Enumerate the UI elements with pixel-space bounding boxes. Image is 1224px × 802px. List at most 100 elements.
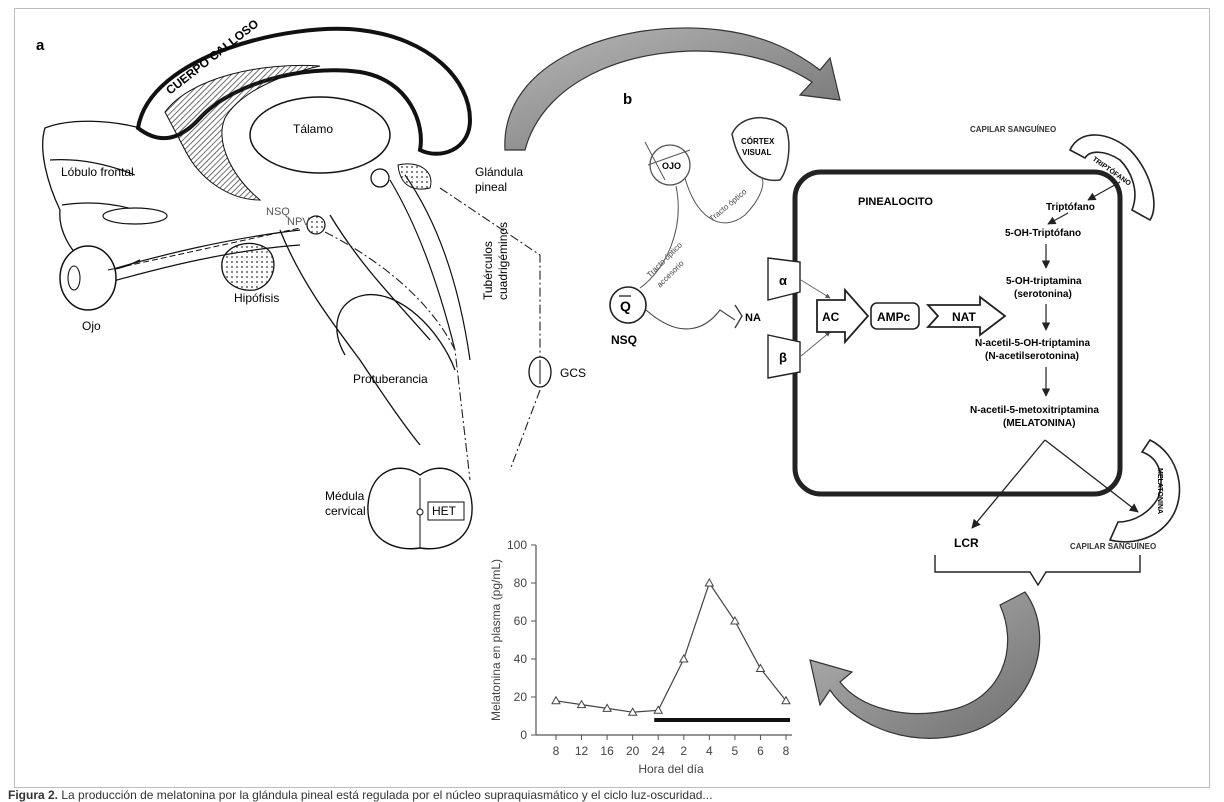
label-b-melatonina-arc: MELATONINA: [1156, 468, 1163, 514]
retinohypothalamic-tract: [107, 227, 301, 271]
chart-xtick-label: 24: [652, 744, 666, 758]
label-b-metox-1: N-acetil-5-metoxitriptamina: [970, 405, 1099, 416]
panel-a-letter: a: [36, 37, 45, 54]
pinealocyte-cell: [792, 169, 1123, 497]
label-medula-1: Médula: [325, 489, 365, 503]
thalamus-shape: [249, 96, 391, 174]
label-gcs: GCS: [560, 366, 586, 380]
eye-shape: [59, 245, 117, 311]
spinal-canal: [416, 508, 424, 516]
arrow-b-to-chart: [809, 591, 1041, 739]
pons-outline: [336, 294, 456, 371]
receptor-beta: [767, 334, 801, 379]
label-b-pinealocito: PINEALOCITO: [858, 196, 933, 208]
beta-to-ac: [800, 331, 831, 357]
label-b-cortex-2: VISUAL: [742, 148, 771, 157]
chart-xtick-label: 4: [706, 744, 713, 758]
chart-series: [551, 577, 791, 722]
label-glandula-pineal-1: Glándula: [475, 165, 523, 179]
label-b-metox-2: (MELATONINA): [1003, 418, 1075, 429]
tectum-lines: [389, 174, 471, 361]
chart-ytick-label: 40: [514, 652, 528, 666]
label-b-capilar-top: CAPILAR SANGUÍNEO: [970, 125, 1056, 134]
chart-xlabel: Hora del día: [638, 762, 704, 776]
label-b-alpha: α: [779, 273, 787, 288]
label-b-beta: β: [779, 350, 787, 365]
label-tuberculos-2: cuadrigéminos: [496, 222, 510, 300]
receptor-alpha: [767, 257, 801, 301]
accessory-tract-b: [639, 185, 679, 289]
chart-ylabel: Melatonina en plasma (pg/mL): [489, 559, 503, 721]
label-b-oh-triptamina-1: 5-OH-triptamina: [1006, 276, 1082, 287]
label-b-na: NA: [745, 312, 761, 324]
scg-ganglion: [528, 356, 552, 388]
panel-a: a: [36, 17, 586, 550]
figure-caption: Figura 2. La producción de melatonina po…: [8, 788, 1220, 802]
pineal-dotted: [397, 163, 432, 190]
label-hipofisis: Hipófisis: [234, 291, 279, 305]
chart-xtick-label: 12: [575, 744, 589, 758]
chart-data-point: [602, 703, 612, 712]
eye-b: OJO: [644, 141, 691, 186]
chart-ytick-label: 80: [514, 576, 528, 590]
chart-data-point: [551, 695, 561, 705]
label-b-lcr: LCR: [954, 536, 979, 550]
label-b-ac: AC: [822, 310, 840, 324]
label-lobulo-frontal: Lóbulo frontal: [61, 165, 134, 179]
chart-xtick-label: 6: [757, 744, 764, 758]
chart-xtick-label: 16: [600, 744, 614, 758]
optic-chiasm-shape: [102, 207, 168, 225]
ampc-box: [870, 302, 920, 330]
chart-data-point: [678, 653, 689, 663]
pineal-pathway: [324, 187, 541, 481]
label-b-tracto-optico: Tracto óptico: [708, 187, 749, 224]
chart-data-point: [730, 615, 740, 625]
label-nso: NSQ: [266, 206, 290, 218]
hypophysis-shape: [221, 242, 275, 291]
brainstem-outline: [279, 214, 431, 446]
chart-data-point: [576, 699, 587, 709]
panel-b-letter: b: [623, 91, 632, 108]
eye-lens: [67, 265, 81, 291]
label-protuberancia: Protuberancia: [353, 372, 428, 386]
caption-lead: Figura 2.: [8, 788, 59, 802]
chart-xtick-label: 2: [680, 744, 687, 758]
chart-data-point: [653, 705, 664, 714]
output-bracket: [934, 555, 1141, 587]
label-talamo: Tálamo: [293, 122, 333, 136]
chart-ytick-label: 60: [514, 614, 528, 628]
chart-data-point: [704, 577, 715, 587]
label-ojo: Ojo: [82, 319, 101, 333]
arrow-a-to-b: [504, 27, 841, 151]
nat-arrow: [925, 295, 1007, 337]
label-het: HET: [432, 504, 457, 518]
label-b-nacetil-2: (N-acetilserotonina): [985, 351, 1079, 362]
step-1-arrow: [1047, 212, 1069, 225]
fornix-hatch: [164, 64, 321, 201]
label-b-oh-triptamina-2: (serotonina): [1014, 289, 1072, 300]
nsq-symbol: Q: [620, 298, 631, 314]
label-b-nacetil-1: N-acetil-5-OH-triptamina: [975, 338, 1090, 349]
label-medula-2: cervical: [325, 504, 366, 518]
capillary-top: [1068, 134, 1155, 222]
frontal-gyrus-1: [49, 159, 136, 176]
optic-nerve-2: [109, 244, 301, 283]
label-npv: NPV: [287, 216, 310, 228]
pineal-gland-shape: [370, 168, 390, 188]
chart-series-line: [555, 581, 787, 713]
nsq-to-na: [645, 309, 736, 330]
capillary-bottom: [1108, 438, 1181, 543]
chart-xtick-label: 8: [783, 744, 790, 758]
na-terminal: [734, 304, 743, 329]
to-lcr-arrow: [971, 439, 1046, 529]
scn-circle: [306, 215, 326, 235]
optic-tract-b: [684, 177, 764, 224]
het-box: [427, 501, 465, 521]
chart-ytick-label: 20: [514, 690, 528, 704]
chart-xtick-label: 8: [553, 744, 560, 758]
chart-ytick-label: 0: [520, 728, 527, 742]
label-b-oh-triptofano: 5-OH-Triptófano: [1005, 228, 1081, 239]
